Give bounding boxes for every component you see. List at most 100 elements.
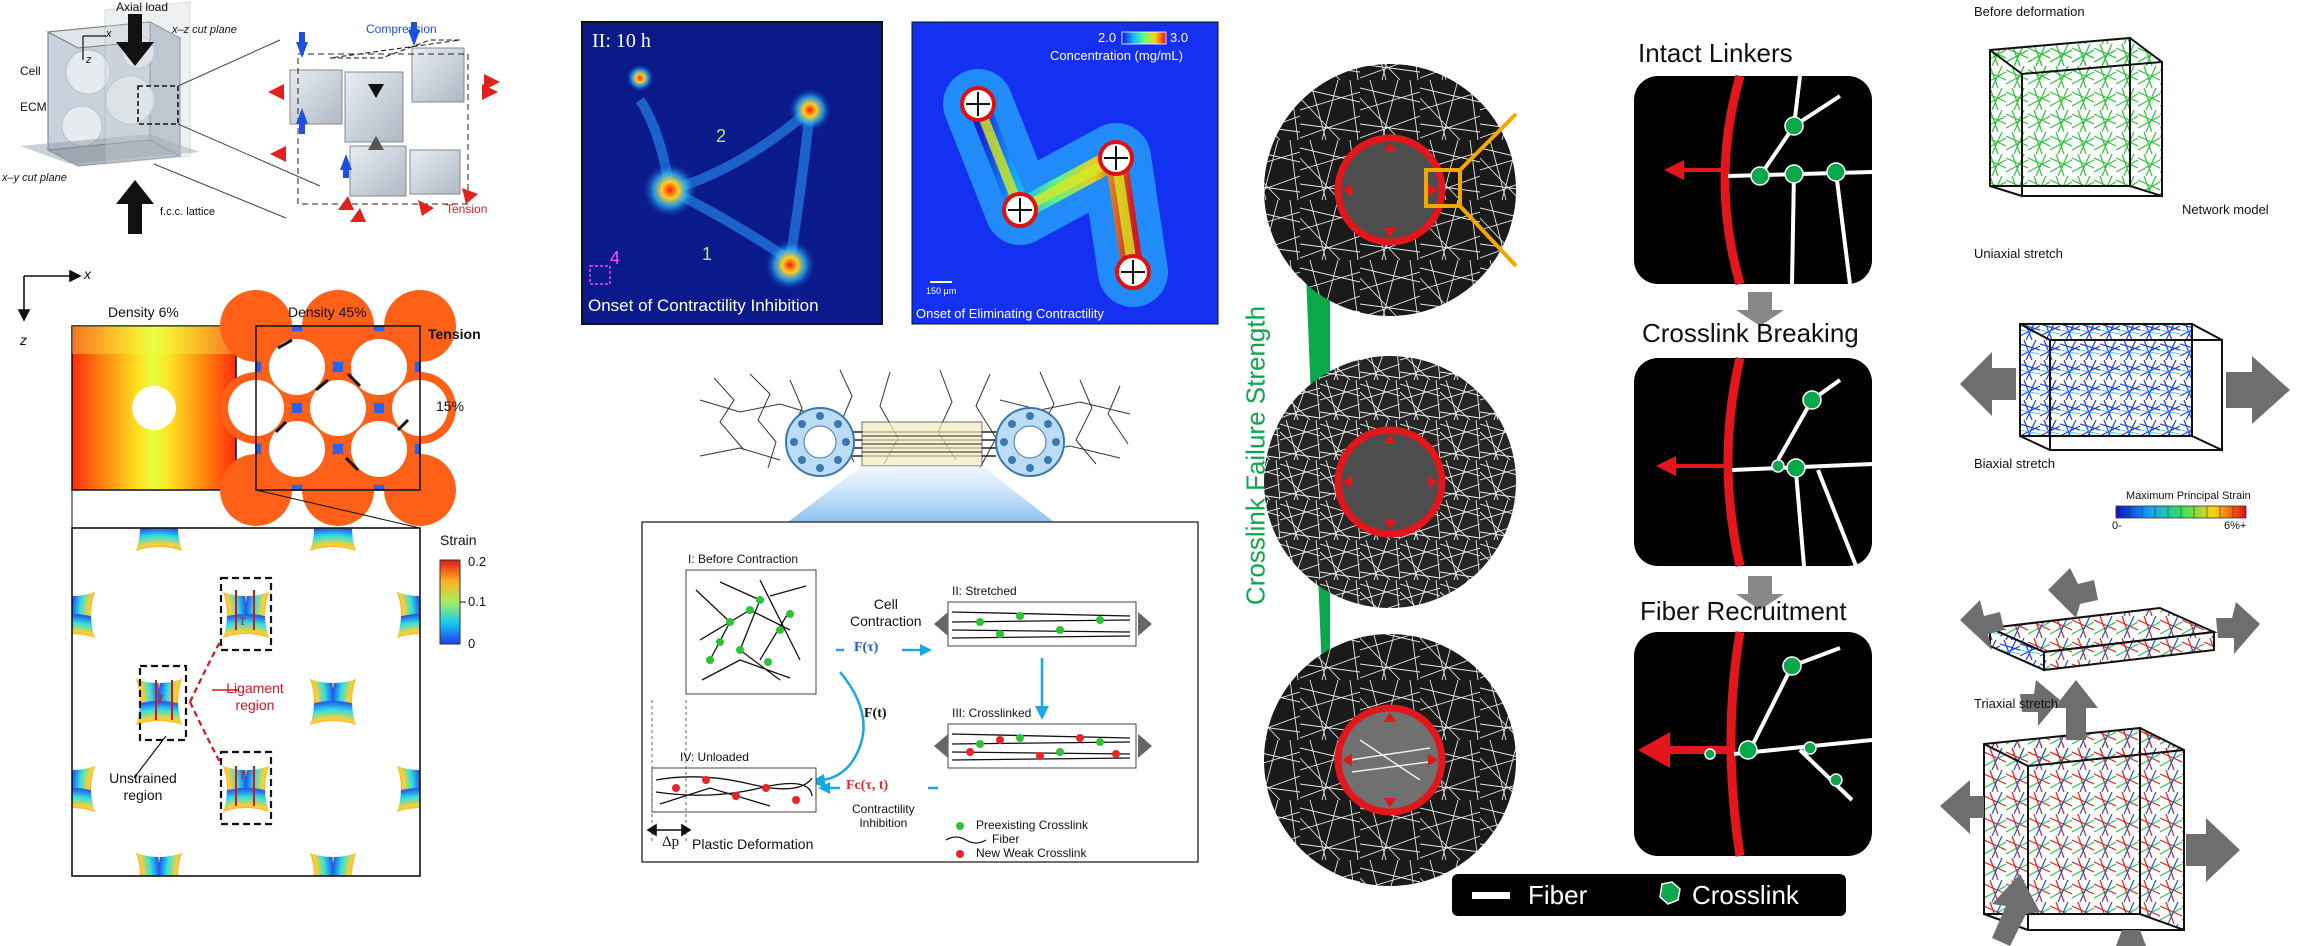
row-arrow-2 bbox=[1736, 576, 1784, 610]
network-model-label: Network model bbox=[2182, 202, 2269, 217]
label-fc: Fc(τ, t) bbox=[846, 778, 889, 793]
cube-triaxial bbox=[1940, 680, 2240, 946]
strength-axis-label: Crosslink Failure Strength bbox=[1240, 305, 1271, 606]
xz-plane-label: x–z cut plane bbox=[172, 24, 237, 36]
cube-before bbox=[1989, 36, 2163, 198]
fcc-label: f.c.c. lattice bbox=[160, 206, 216, 218]
xy-plane-label: x–y cut plane bbox=[2, 172, 67, 184]
strain-mid: 0.1 bbox=[468, 594, 487, 609]
state-before bbox=[685, 569, 817, 695]
concentration-map bbox=[911, 21, 1219, 325]
label-f-tau: F(τ) bbox=[854, 640, 879, 655]
triaxial-label: Triaxial stretch bbox=[1974, 696, 2059, 711]
label-unloaded: IV: Unloaded bbox=[680, 750, 749, 764]
axis-x-label: x bbox=[84, 266, 91, 282]
cube-biaxial bbox=[1960, 568, 2260, 726]
tau-label-2: τ bbox=[158, 690, 164, 706]
conc-max-label: 3.0 bbox=[1170, 30, 1189, 45]
label-delta-p: Δp bbox=[662, 834, 680, 850]
strain-title: Strain bbox=[440, 532, 477, 548]
arrow-down bbox=[1035, 658, 1049, 720]
uniaxial-label: Uniaxial stretch bbox=[1974, 246, 2063, 261]
tension-value: 15% bbox=[436, 398, 465, 414]
conc-min-label: 2.0 bbox=[1098, 30, 1117, 45]
axis-z-label: z bbox=[20, 332, 27, 348]
cell-right bbox=[995, 407, 1065, 477]
panel-b-graphics bbox=[581, 21, 1219, 325]
tension-title: Tension bbox=[428, 326, 481, 342]
compression-label: Compression bbox=[366, 22, 437, 36]
panel-d-legend bbox=[1452, 874, 1846, 916]
strain-map bbox=[71, 527, 421, 877]
panel-c-graphics bbox=[641, 369, 1199, 863]
onset-inhibition-label: Onset of Contractility Inhibition bbox=[588, 296, 819, 315]
tau-label-3: τ bbox=[240, 766, 246, 782]
ligament-label: Ligament region bbox=[226, 680, 284, 713]
label-crosslinked: III: Crosslinked bbox=[952, 706, 1032, 720]
biaxial-label: Biaxial stretch bbox=[1974, 456, 2055, 471]
tension-arrows bbox=[268, 74, 500, 222]
strain-colorbar-e bbox=[2115, 505, 2247, 519]
cb-min-label: 0- bbox=[2112, 520, 2122, 532]
panel-c: I: Before Contraction II: Stretched III:… bbox=[640, 360, 1200, 880]
contraction-arrows bbox=[1342, 142, 1438, 808]
ecm-label: ECM bbox=[20, 100, 47, 114]
row-recruitment bbox=[1264, 631, 1873, 886]
cell-label: Cell bbox=[20, 64, 41, 78]
label-stretched: II: Stretched bbox=[952, 584, 1017, 598]
intact-title: Intact Linkers bbox=[1638, 38, 1793, 68]
mini-axis-z: z bbox=[86, 54, 92, 66]
exploded-cubes bbox=[289, 39, 469, 205]
label-plastic: Plastic Deformation bbox=[692, 836, 814, 852]
panel-d: Intact Linkers Crosslink Breaking Fiber … bbox=[1240, 20, 1900, 940]
label-f-t: F(t) bbox=[864, 706, 887, 721]
legend-fiber-label: Fiber bbox=[1528, 880, 1588, 910]
conc-unit-label: Concentration (mg/mL) bbox=[1050, 48, 1183, 63]
panel-e-graphics bbox=[1940, 36, 2290, 946]
legend-weak: New Weak Crosslink bbox=[976, 846, 1087, 860]
row-breaking bbox=[1264, 356, 1873, 608]
strain-colorbar bbox=[439, 559, 466, 645]
state-unloaded bbox=[646, 700, 817, 842]
panel-c-legend bbox=[945, 822, 987, 858]
time-label: II: 10 h bbox=[592, 30, 651, 52]
cell-markers bbox=[960, 86, 1151, 290]
panel-e: Before deformation Network model Uniaxia… bbox=[1940, 0, 2308, 946]
arrow-contraction bbox=[836, 644, 932, 656]
density-high-label: Density 45% bbox=[288, 304, 367, 320]
density-6-map bbox=[71, 325, 237, 491]
legend-preexisting: Preexisting Crosslink bbox=[976, 818, 1089, 832]
tension-label: Tension bbox=[446, 202, 488, 216]
microscopy-image bbox=[581, 21, 883, 325]
scale-bar-label: 150 μm bbox=[926, 286, 957, 296]
panel-a: Axial load x–z cut plane x z Cell ECM x–… bbox=[0, 0, 560, 946]
unstrained-label: Unstrained region bbox=[109, 770, 177, 803]
cell-number-4: 4 bbox=[610, 248, 621, 268]
legend-crosslink-label: Crosslink bbox=[1692, 880, 1799, 910]
panel-b: II: 10 h 1 2 4 Onset of Contractility In… bbox=[580, 20, 1220, 330]
axial-load-arrows bbox=[116, 14, 154, 234]
cell-number-2: 2 bbox=[716, 126, 727, 146]
density-45-map bbox=[220, 290, 456, 526]
row-arrow-1 bbox=[1736, 292, 1784, 326]
cell-left bbox=[785, 407, 855, 477]
state-stretched bbox=[934, 601, 1152, 647]
axial-load-label: Axial load bbox=[116, 0, 169, 14]
strain-max: 0.2 bbox=[468, 554, 487, 569]
density-low-label: Density 6% bbox=[108, 304, 179, 320]
mini-axes bbox=[82, 35, 106, 60]
axes-xz bbox=[17, 269, 82, 322]
state-crosslinked bbox=[934, 723, 1152, 769]
onset-eliminating-label: Onset of Eliminating Contractility bbox=[916, 306, 1104, 321]
panel-a-graphics bbox=[17, 1, 500, 877]
breaking-title: Crosslink Breaking bbox=[1642, 318, 1859, 348]
arrow-inhibition bbox=[818, 782, 938, 794]
panel-d-graphics bbox=[1264, 64, 1873, 916]
cell-number-1: 1 bbox=[702, 244, 713, 264]
strain-min: 0 bbox=[468, 636, 476, 651]
row-intact bbox=[1264, 64, 1873, 316]
compression-arrows bbox=[296, 22, 420, 178]
mini-axis-x: x bbox=[106, 28, 112, 40]
